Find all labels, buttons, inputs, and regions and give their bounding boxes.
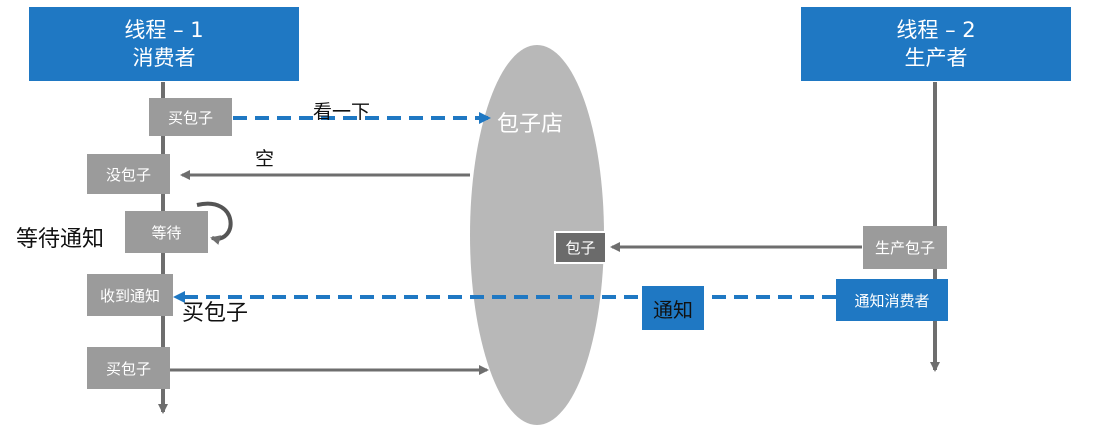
look-label: 看一下 [313, 101, 371, 123]
produce-box: 生产包子 [863, 226, 947, 269]
buy-note-label: 买包子 [182, 301, 249, 326]
empty-label: 空 [255, 148, 275, 170]
thread2-role: 生产者 [904, 46, 968, 70]
received-notice-box: 收到通知 [87, 274, 173, 316]
shop-bun-box: 包子 [554, 231, 607, 264]
buy-box-1: 买包子 [149, 98, 232, 136]
no-buns-box: 没包子 [87, 154, 170, 194]
wait-notice-label: 等待通知 [16, 227, 105, 252]
thread1-title: 线程 – 1 [124, 18, 204, 42]
notify-consumer-box: 通知消费者 [836, 279, 948, 321]
thread2-header: 线程 – 2 生产者 [801, 7, 1071, 81]
thread1-role: 消费者 [132, 46, 196, 70]
notify-label: 通知 [642, 286, 704, 330]
buy-box-2: 买包子 [87, 347, 170, 389]
wait-loop-arrow [196, 201, 233, 245]
wait-box: 等待 [125, 211, 208, 253]
thread1-header: 线程 – 1 消费者 [29, 7, 299, 81]
thread2-title: 线程 – 2 [896, 18, 976, 42]
shop-ellipse [470, 45, 604, 425]
shop-label: 包子店 [497, 112, 564, 137]
